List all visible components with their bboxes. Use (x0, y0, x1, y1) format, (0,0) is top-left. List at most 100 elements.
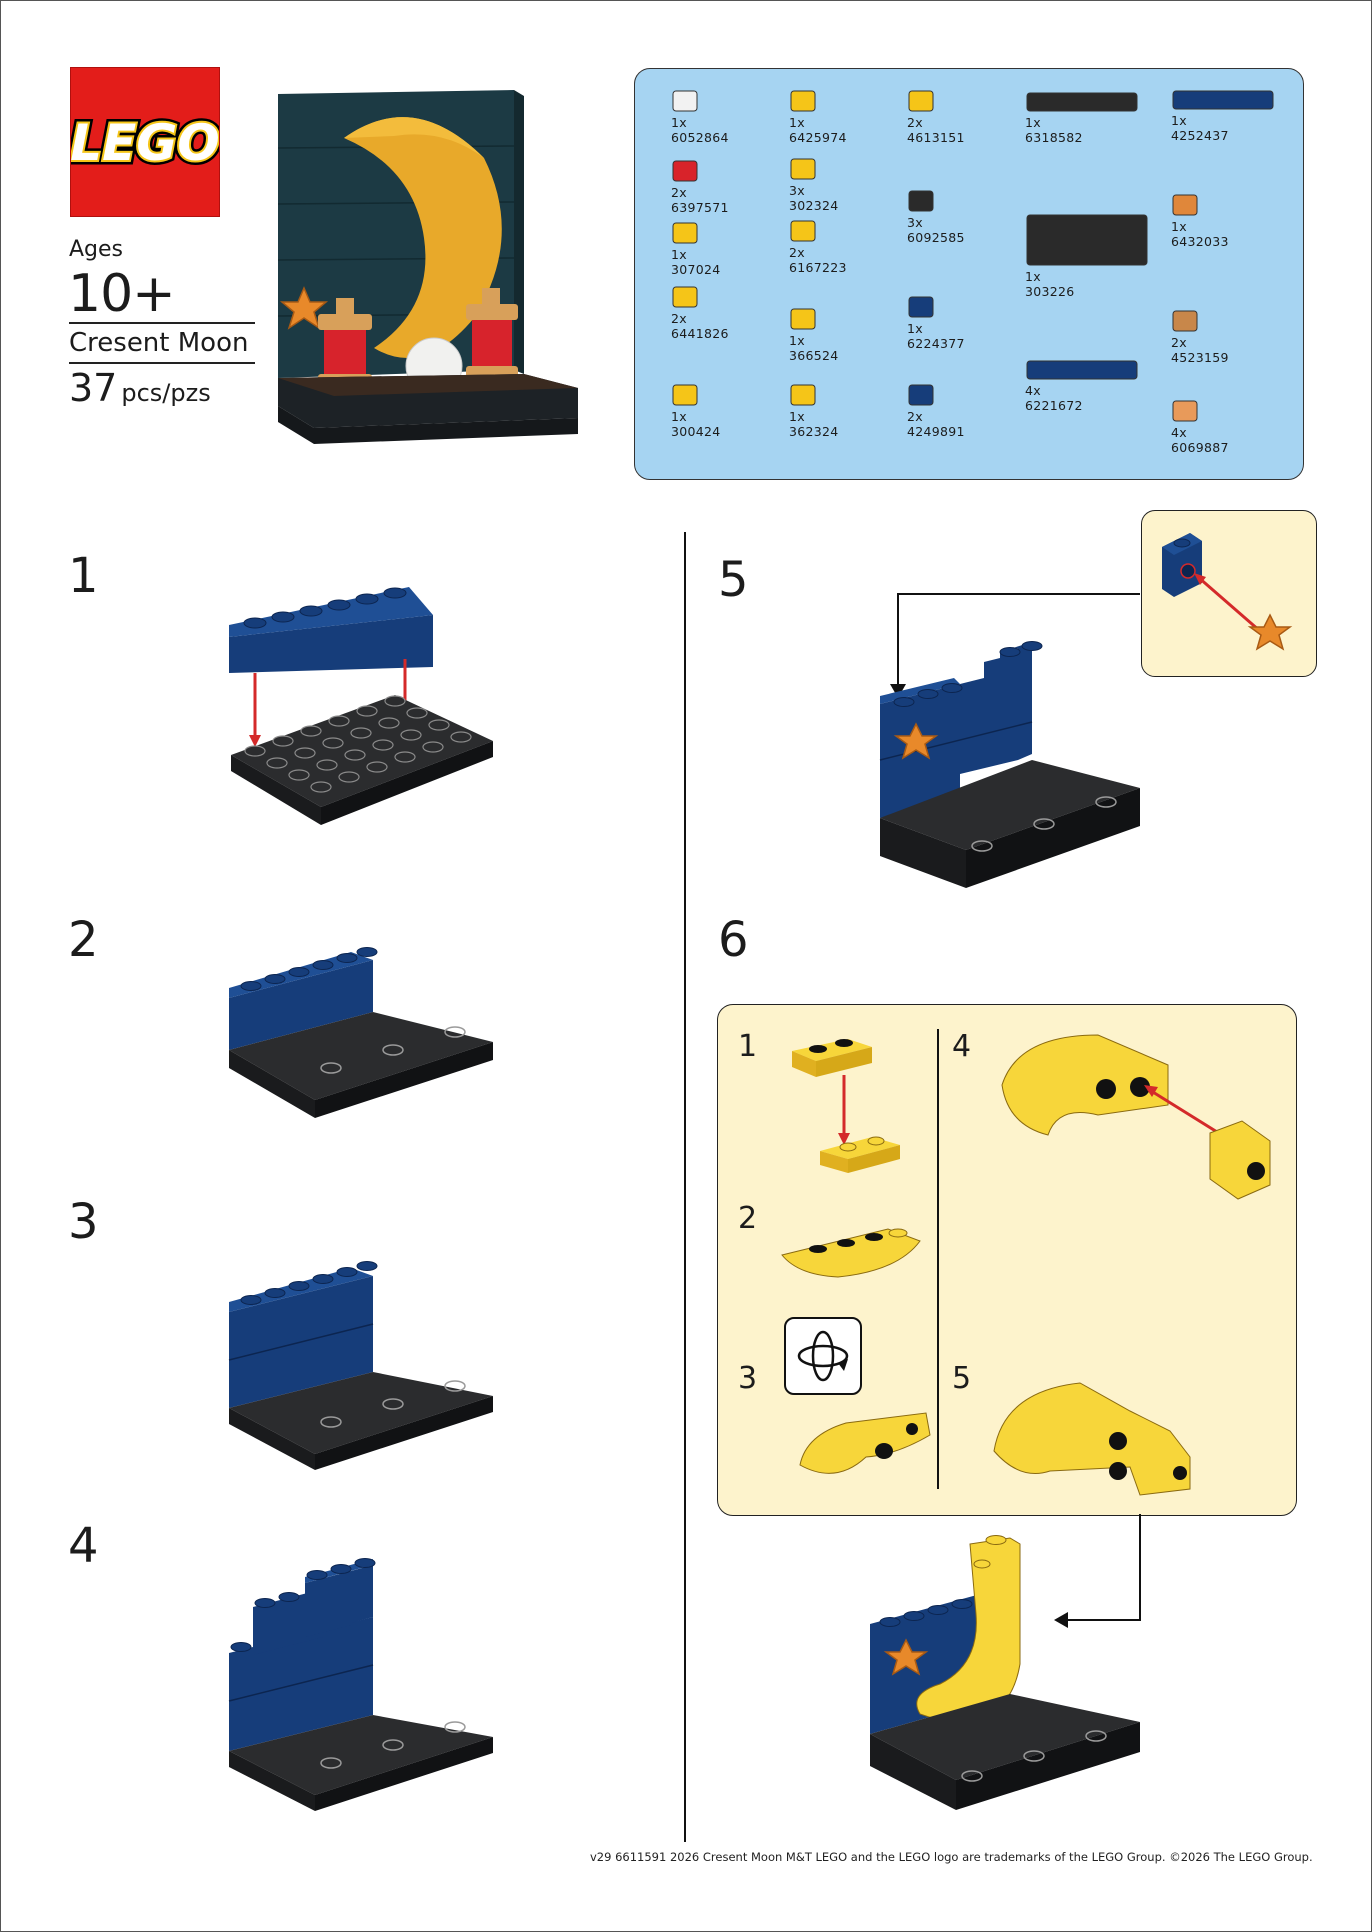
baseplate-stud (372, 739, 394, 751)
step-6-subassembly-panel: 1 2 3 4 5 (717, 1004, 1297, 1516)
part-id: 4613151 (907, 130, 965, 145)
part-quantity: 1x (671, 115, 687, 130)
divider-line (69, 322, 255, 324)
part-icon (790, 90, 816, 112)
substep-number-2: 2 (738, 1201, 758, 1236)
baseplate-stud (366, 761, 388, 773)
baseplate-stud (450, 731, 472, 743)
part-icon (672, 384, 698, 406)
part-icon (1172, 310, 1198, 332)
part-id: 6052864 (671, 130, 729, 145)
part-id: 6221672 (1025, 398, 1083, 413)
baseplate-stud (338, 771, 360, 783)
finished-model-image (274, 88, 584, 444)
baseplate-stud (406, 707, 428, 719)
part-id: 307024 (671, 262, 721, 277)
baseplate-stud (350, 727, 372, 739)
baseplate-stud (300, 725, 322, 737)
substep-1-illustration (792, 1039, 900, 1173)
baseplate-stud (356, 705, 378, 717)
part-quantity: 1x (1025, 115, 1041, 130)
part-icon (672, 90, 698, 112)
part-id: 300424 (671, 424, 721, 439)
column-divider (684, 532, 686, 1842)
ages-value: 10+ (68, 264, 176, 324)
part-id: 4252437 (1171, 128, 1229, 143)
baseplate-stud (384, 695, 406, 707)
part-id: 302324 (789, 198, 839, 213)
part-id: 303226 (1025, 284, 1075, 299)
part-icon (672, 160, 698, 182)
baseplate-stud (316, 759, 338, 771)
rotate-model-icon (784, 1317, 862, 1395)
part-id: 6441826 (671, 326, 729, 341)
baseplate-stud (244, 745, 266, 757)
part-id: 6318582 (1025, 130, 1083, 145)
baseplate-stud (272, 735, 294, 747)
part-quantity: 3x (907, 215, 923, 230)
step-1-illustration (225, 545, 505, 835)
set-name: Cresent Moon (69, 328, 249, 358)
part-icon (672, 222, 698, 244)
part-quantity: 1x (671, 247, 687, 262)
part-quantity: 1x (789, 333, 805, 348)
ages-label: Ages (69, 237, 124, 262)
step-2-illustration (225, 922, 505, 1127)
baseplate-stud (428, 719, 450, 731)
substep-5-illustration (993, 1382, 1191, 1496)
substep-number-1: 1 (738, 1029, 758, 1064)
substep-divider (937, 1029, 939, 1489)
substep-3-illustration (799, 1412, 931, 1474)
substep-number-3: 3 (738, 1361, 758, 1396)
step-6-illustration (860, 1514, 1150, 1814)
part-id: 6432033 (1171, 234, 1229, 249)
part-icon (908, 296, 934, 318)
part-id: 6092585 (907, 230, 965, 245)
part-icon (1172, 194, 1198, 216)
step-4-illustration (225, 1545, 505, 1815)
step-5-illustration (870, 588, 1150, 906)
part-icon (1026, 360, 1138, 380)
part-quantity: 2x (789, 245, 805, 260)
step-number-1: 1 (68, 548, 99, 604)
baseplate-stud (400, 729, 422, 741)
baseplate-stud (422, 741, 444, 753)
part-quantity: 1x (1171, 219, 1187, 234)
baseplate-stud (310, 781, 332, 793)
part-quantity: 4x (1171, 425, 1187, 440)
step-number-5: 5 (718, 552, 749, 608)
svg-text:LEGO: LEGO (71, 114, 219, 172)
step-number-6: 6 (718, 912, 749, 968)
piece-count-unit: pcs/pzs (121, 379, 211, 407)
part-icon (1172, 400, 1198, 422)
part-icon (1172, 90, 1274, 110)
step-number-4: 4 (68, 1518, 99, 1574)
part-quantity: 2x (907, 409, 923, 424)
substep-number-4: 4 (952, 1029, 972, 1064)
part-icon (908, 384, 934, 406)
svg-text:LEGO: LEGO (71, 114, 219, 172)
part-quantity: 2x (907, 115, 923, 130)
step-number-3: 3 (68, 1194, 99, 1250)
part-id: 366524 (789, 348, 839, 363)
substep-2-illustration (781, 1228, 921, 1278)
baseplate-stud (328, 715, 350, 727)
part-quantity: 2x (671, 185, 687, 200)
